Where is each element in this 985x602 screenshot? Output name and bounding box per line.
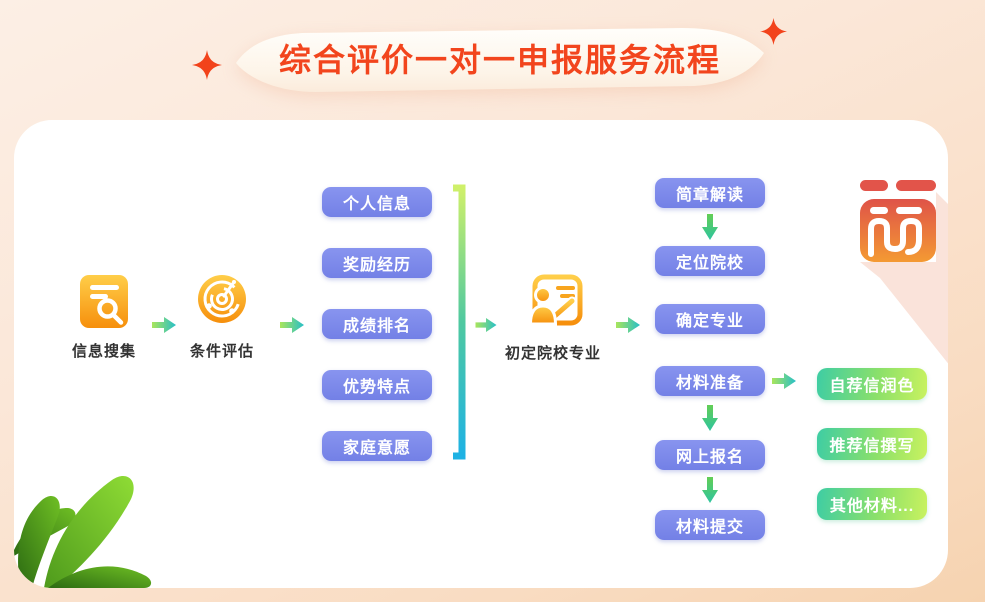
step-pill-brochure: 简章解读 <box>655 178 765 208</box>
leaf-decoration-icon <box>14 475 152 588</box>
document-search-icon <box>80 275 128 328</box>
arrow-down-icon <box>702 214 718 240</box>
arrow-right-icon <box>475 318 497 332</box>
arrow-down-icon <box>702 405 718 431</box>
factor-pill-awards: 奖励经历 <box>322 248 432 278</box>
step-pill-materials-prep: 材料准备 <box>655 366 765 396</box>
arrow-right-icon <box>616 317 640 333</box>
step-pill-submit-materials: 材料提交 <box>655 510 765 540</box>
arrow-right-icon <box>152 317 176 333</box>
title-banner: 综合评价一对一申报服务流程 <box>236 26 764 94</box>
stage-label-collect: 信息搜集 <box>71 343 136 360</box>
bracket-icon <box>453 184 466 460</box>
step-pill-confirm-major: 确定专业 <box>655 304 765 334</box>
factor-pill-personal-info: 个人信息 <box>322 187 432 217</box>
ribbon-shape-icon <box>236 28 764 92</box>
person-document-icon <box>528 274 583 326</box>
radar-target-icon <box>198 275 246 323</box>
material-pill-recommend: 推荐信撰写 <box>817 428 927 460</box>
arrow-right-icon <box>772 373 796 389</box>
material-pill-self-letter: 自荐信润色 <box>817 368 927 400</box>
factor-pill-family: 家庭意愿 <box>322 431 432 461</box>
arrow-down-icon <box>702 477 718 503</box>
stage-label-evaluate: 条件评估 <box>189 343 254 360</box>
brand-logo-icon <box>860 180 948 364</box>
flow-card: 信息搜集 条件评估 个人信息 奖励经历 成绩排名 优势特点 家庭意愿 <box>14 120 948 588</box>
sparkle-left-icon <box>192 50 222 80</box>
factor-pill-grades: 成绩排名 <box>322 309 432 339</box>
page-title: 综合评价一对一申报服务流程 <box>278 42 721 78</box>
step-pill-online-register: 网上报名 <box>655 440 765 470</box>
factor-pill-strengths: 优势特点 <box>322 370 432 400</box>
step-pill-position-school: 定位院校 <box>655 246 765 276</box>
sparkle-right-icon <box>760 18 787 45</box>
material-pill-other: 其他材料... <box>817 488 927 520</box>
stage-label-shortlist: 初定院校专业 <box>504 345 601 362</box>
arrow-right-icon <box>280 317 304 333</box>
